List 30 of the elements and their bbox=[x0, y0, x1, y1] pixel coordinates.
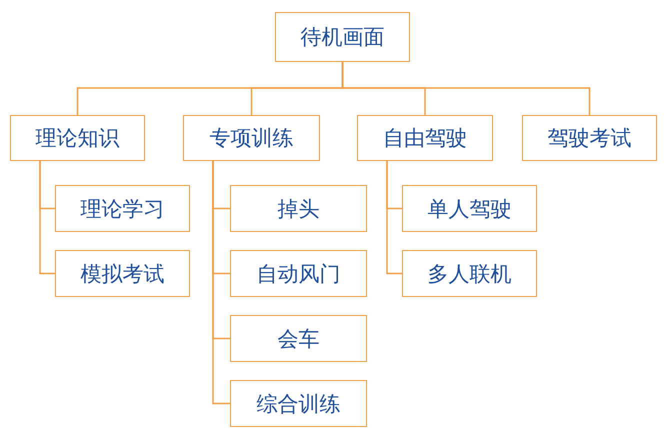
menu-box bbox=[357, 115, 493, 161]
menu-box bbox=[55, 185, 190, 232]
menu-box bbox=[230, 380, 367, 427]
menu-label: 会车 bbox=[278, 326, 320, 352]
menu-label: 模拟考试 bbox=[80, 260, 164, 288]
menu-label: 自由驾驶 bbox=[383, 125, 467, 152]
menu-box bbox=[522, 115, 657, 161]
menu-box bbox=[230, 185, 367, 232]
menu-box bbox=[230, 315, 367, 362]
menu-box bbox=[55, 250, 190, 297]
menu-label: 掉头 bbox=[278, 196, 320, 222]
menu-label: 综合训练 bbox=[256, 390, 340, 418]
menu-box bbox=[402, 185, 537, 232]
menu-box bbox=[10, 115, 145, 161]
menu-label: 待机画面 bbox=[300, 24, 384, 51]
menu-label: 多人联机 bbox=[428, 260, 512, 288]
menu-label: 自动风门 bbox=[256, 260, 340, 288]
menu-label: 专项训练 bbox=[210, 125, 294, 152]
menu-label: 理论知识 bbox=[36, 125, 120, 152]
connector-line bbox=[386, 161, 402, 274]
menu-label: 驾驶考试 bbox=[548, 125, 632, 152]
menu-box bbox=[230, 250, 367, 297]
connector-line bbox=[212, 161, 230, 404]
menu-box bbox=[275, 12, 410, 62]
connector-line bbox=[342, 62, 590, 115]
menu-label: 理论学习 bbox=[80, 196, 164, 222]
menu-box bbox=[402, 250, 537, 297]
menu-box bbox=[183, 115, 320, 161]
menu-label: 单人驾驶 bbox=[428, 196, 512, 222]
connector-line bbox=[39, 161, 55, 274]
